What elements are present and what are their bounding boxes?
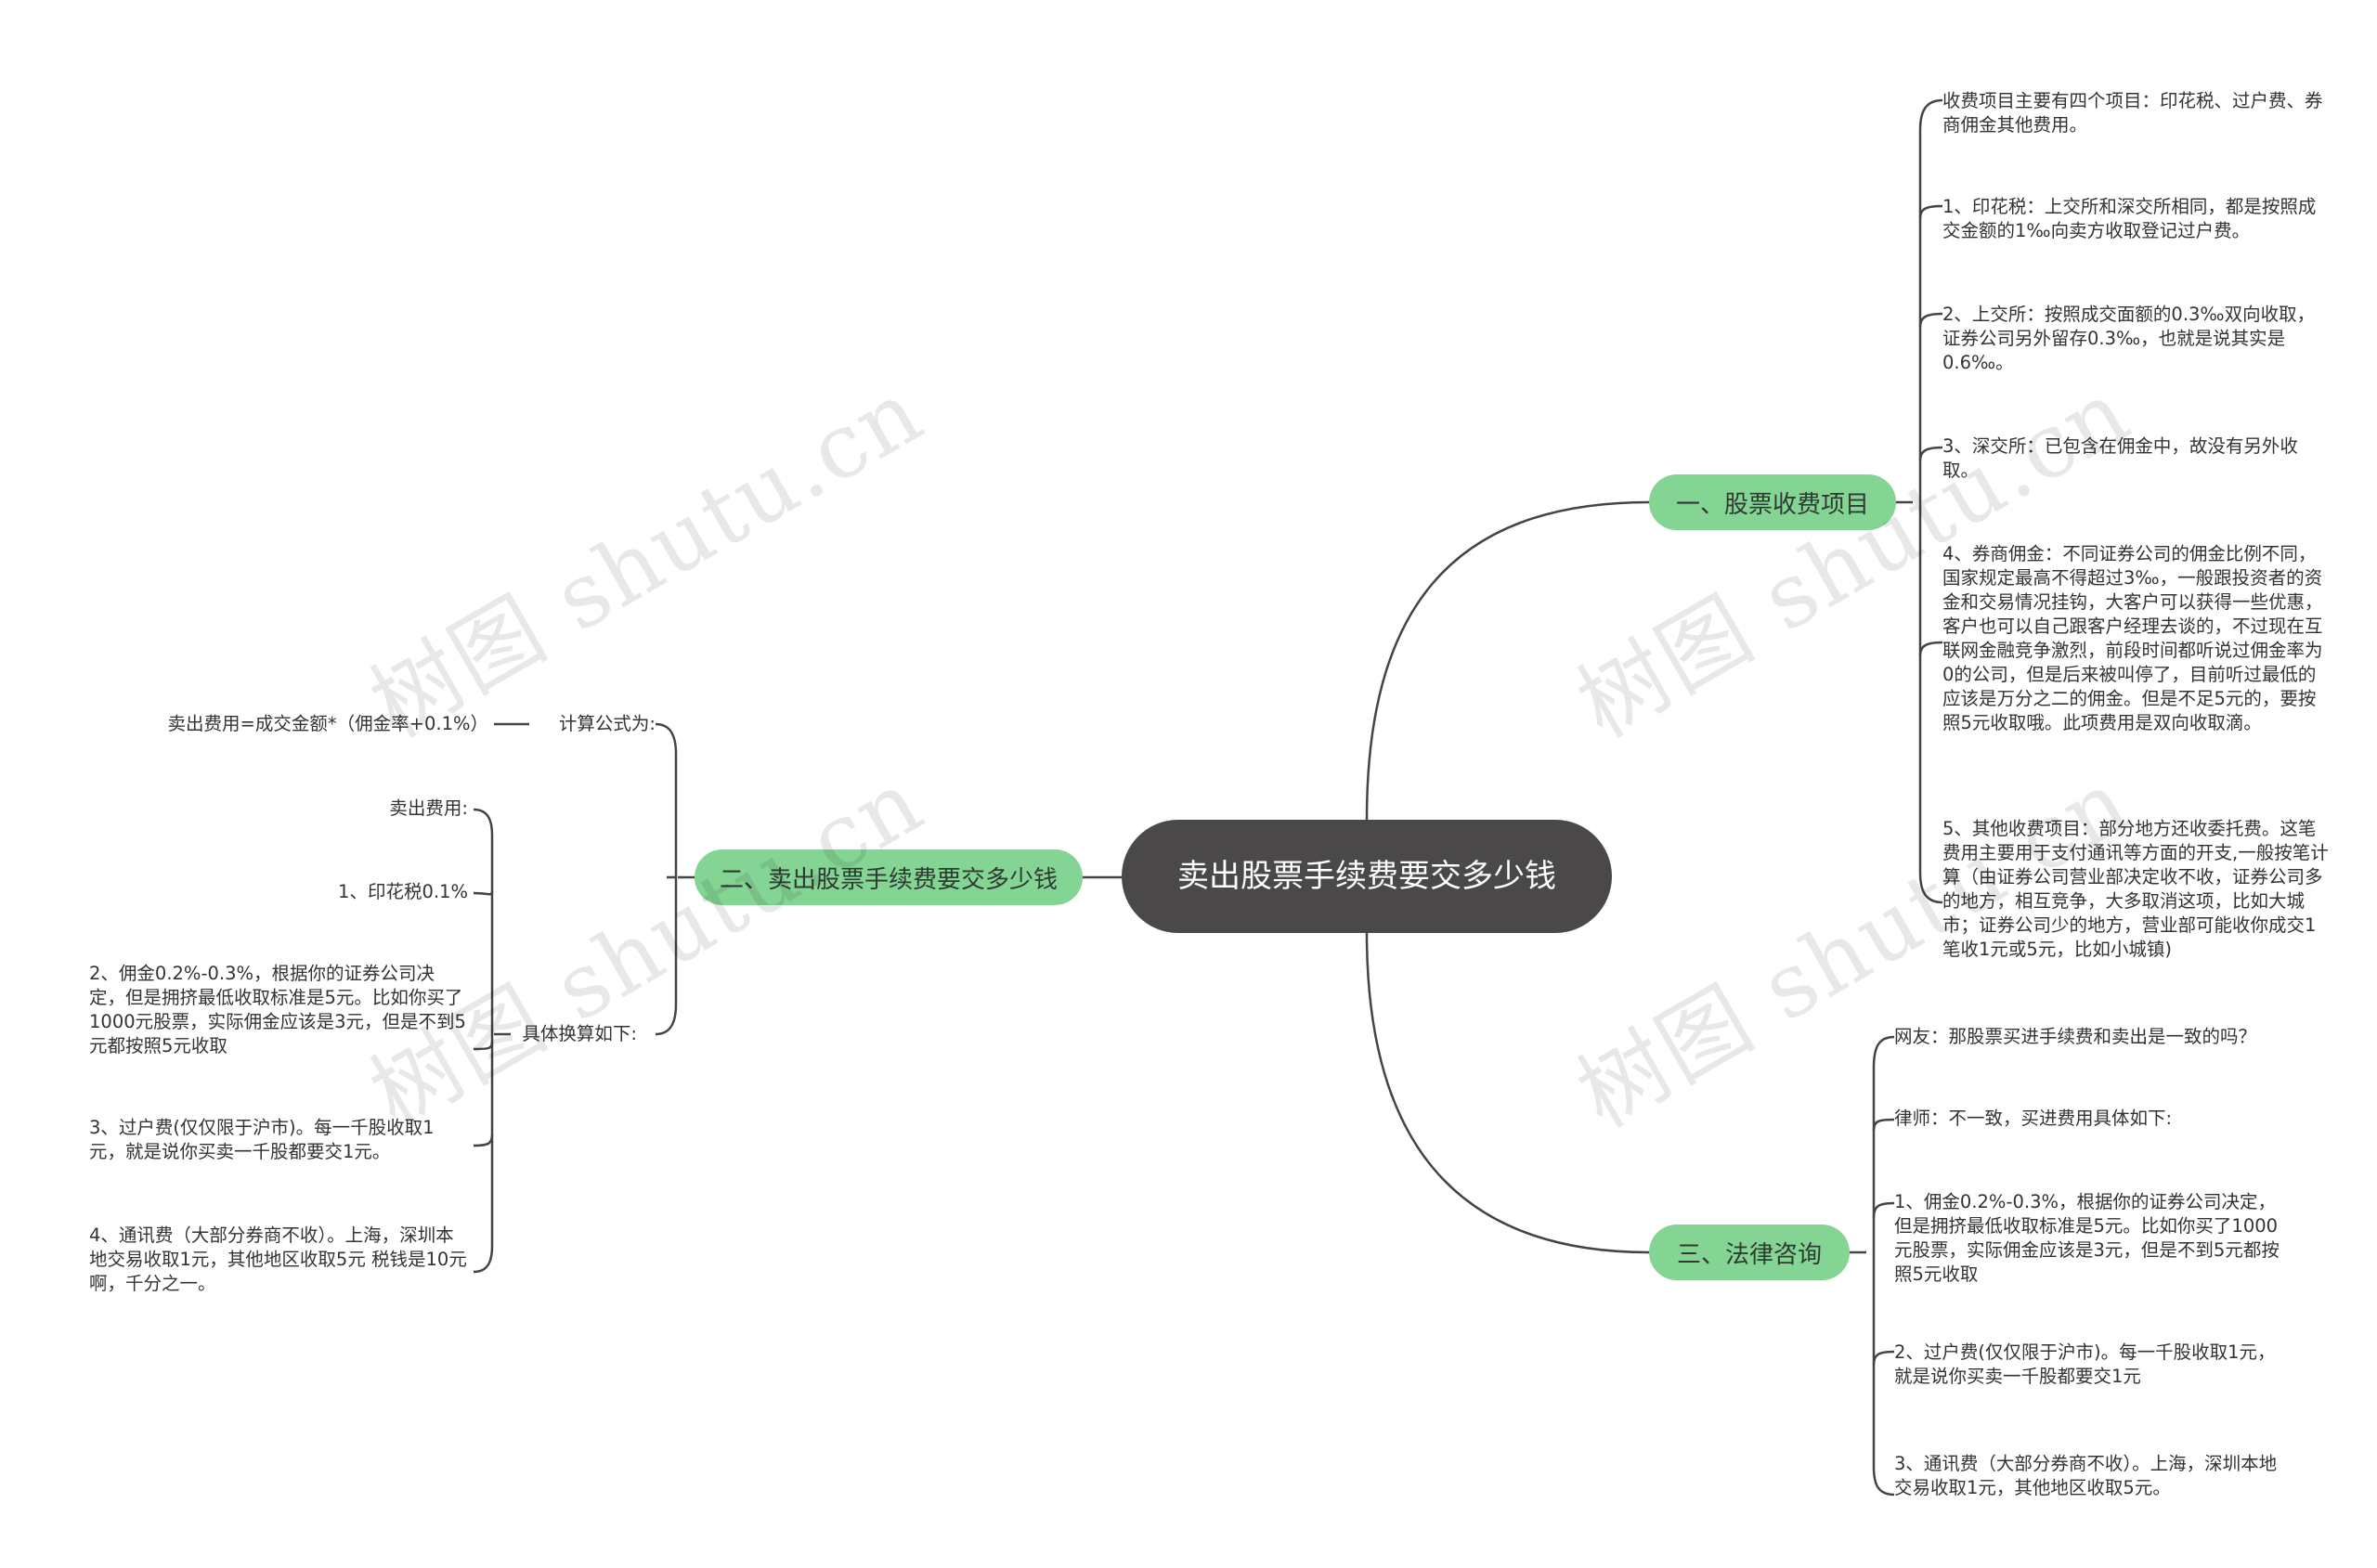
leaf-transfer-fee[interactable]: 3、过户费(仅仅限于沪市)。每一千股收取1元，就是说你买卖一千股都要交1元。 [89, 1117, 435, 1162]
leaf-sell-fee-heading[interactable]: 卖出费用: [389, 797, 468, 819]
leaf-commission-calc[interactable]: 2、佣金0.2%-0.3%，根据你的证券公司决定，但是拥挤最低收取标准是5元。比… [89, 963, 466, 1056]
branch-legal-consult[interactable]: 三、法律咨询 [1649, 1225, 1850, 1280]
sub-calc-label[interactable]: 具体换算如下: [522, 1023, 637, 1044]
leaf-communication-fee[interactable]: 4、通讯费（大部分券商不收）。上海，深圳本地交易收取1元，其他地区收取5元 税钱… [89, 1225, 467, 1294]
leaf-fee-overview[interactable]: 收费项目主要有四个项目：印花税、过户费、券商佣金其他费用。 [1942, 90, 2323, 136]
root-title: 卖出股票手续费要交多少钱 [1177, 858, 1556, 895]
branch-fee-items[interactable]: 一、股票收费项目 [1649, 474, 1896, 530]
root-topic[interactable]: 卖出股票手续费要交多少钱 [1122, 820, 1612, 933]
leaf-shenzhen-exchange[interactable]: 3、深交所：已包含在佣金中，故没有另外收取。 [1942, 435, 2298, 481]
leaf-stamp-duty[interactable]: 1、印花税：上交所和深交所相同，都是按照成交金额的1‰向卖方收取登记过户费。 [1942, 196, 2317, 241]
leaf-buy-communication-fee[interactable]: 3、通讯费（大部分券商不收）。上海，深圳本地交易收取1元，其他地区收取5元。 [1894, 1453, 2278, 1498]
leaf-broker-commission[interactable]: 4、券商佣金：不同证券公司的佣金比例不同，国家规定最高不得超过3‰，一般跟投资者… [1942, 543, 2323, 733]
branch-label: 一、股票收费项目 [1675, 490, 1869, 519]
leaf-stamp-tax-rate[interactable]: 1、印花税0.1% [338, 881, 468, 902]
leaf-formula[interactable]: 卖出费用=成交金额*（佣金率+0.1%） [167, 713, 488, 734]
leaf-shanghai-exchange[interactable]: 2、上交所：按照成交面额的0.3‰双向收取，证券公司另外留存0.3‰，也就是说其… [1942, 304, 2316, 373]
leaf-lawyer-answer[interactable]: 律师：不一致，买进费用具体如下: [1894, 1108, 2173, 1129]
leaf-other-fees[interactable]: 5、其他收费项目：部分地方还收委托费。这笔费用主要用于支付通讯等方面的开支,一般… [1942, 818, 2329, 960]
leaf-buy-commission[interactable]: 1、佣金0.2%-0.3%，根据你的证券公司决定，但是拥挤最低收取标准是5元。比… [1894, 1191, 2280, 1285]
branch-label: 二、卖出股票手续费要交多少钱 [719, 865, 1058, 894]
branch-sell-fee[interactable]: 二、卖出股票手续费要交多少钱 [695, 849, 1083, 905]
branch-label: 三、法律咨询 [1676, 1240, 1822, 1269]
connector-root-b1 [1365, 500, 1650, 821]
leaf-buy-transfer-fee[interactable]: 2、过户费(仅仅限于沪市)。每一千股收取1元，就是说你买卖一千股都要交1元 [1894, 1341, 2276, 1387]
sub-formula-label[interactable]: 计算公式为: [558, 713, 656, 734]
connector-root-b3 [1365, 932, 1650, 1254]
leaf-netizen-question[interactable]: 网友：那股票买进手续费和卖出是一致的吗？ [1894, 1026, 2257, 1047]
